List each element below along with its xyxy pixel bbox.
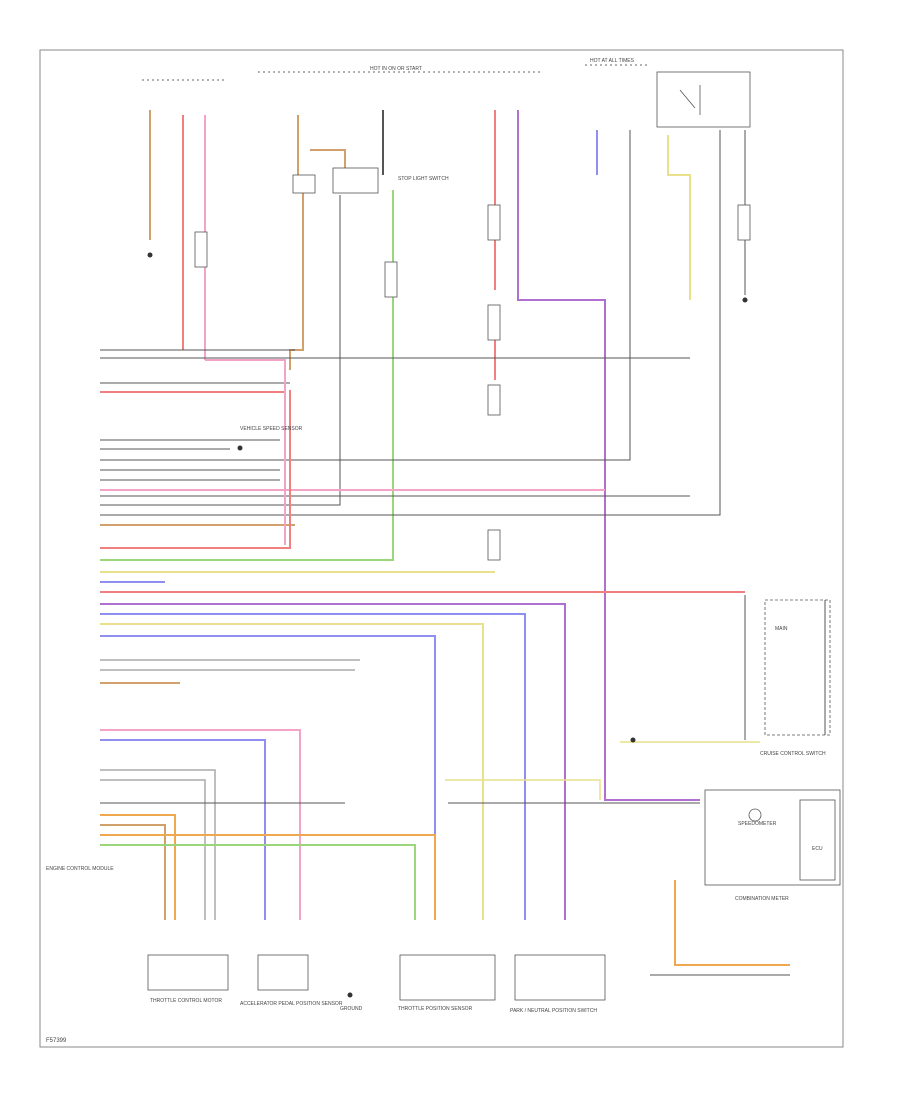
ground-symbols xyxy=(147,252,748,998)
wires-top-right xyxy=(100,130,746,516)
label-vehicle-speed-sensor: VEHICLE SPEED SENSOR xyxy=(240,426,303,432)
figure-code: F57399 xyxy=(46,1038,67,1044)
label-park-neutral-switch: PARK / NEUTRAL POSITION SWITCH xyxy=(510,1008,597,1014)
label-throttle-control-motor: THROTTLE CONTROL MOTOR xyxy=(150,998,222,1004)
wire-orange-pn xyxy=(674,880,790,966)
relay-box xyxy=(656,71,751,128)
connectors xyxy=(194,167,751,561)
label-ground: GROUND xyxy=(340,1006,363,1012)
wire-pink-main xyxy=(205,359,286,545)
label-accelerator-sensor: ACCELERATOR PEDAL POSITION SENSOR xyxy=(240,1001,343,1007)
label-speedometer: SPEEDOMETER xyxy=(738,821,777,827)
label-throttle-position-sensor: THROTTLE POSITION SENSOR xyxy=(398,1006,473,1012)
cruise-switch-box xyxy=(620,595,831,743)
label-hot-at-all-times: HOT AT ALL TIMES xyxy=(590,58,635,64)
label-main: MAIN xyxy=(775,626,788,632)
top-fuse-labels xyxy=(142,64,650,81)
ecm-bus-lines xyxy=(100,349,745,920)
combination-meter-box xyxy=(704,789,841,886)
label-cruise-control-switch: CRUISE CONTROL SWITCH xyxy=(760,751,826,757)
wires-top-center xyxy=(100,110,700,801)
wire-yellow-speed xyxy=(445,779,601,800)
label-hot-in-on: HOT IN ON OR START xyxy=(370,66,422,72)
label-stop-light-switch: STOP LIGHT SWITCH xyxy=(398,176,449,182)
label-ecu: ECU xyxy=(812,846,823,852)
label-combination-meter: COMBINATION METER xyxy=(735,896,789,902)
bottom-components xyxy=(147,954,606,1001)
diagram-border xyxy=(39,49,844,1048)
label-engine-ecu: ENGINE CONTROL MODULE xyxy=(46,866,114,872)
